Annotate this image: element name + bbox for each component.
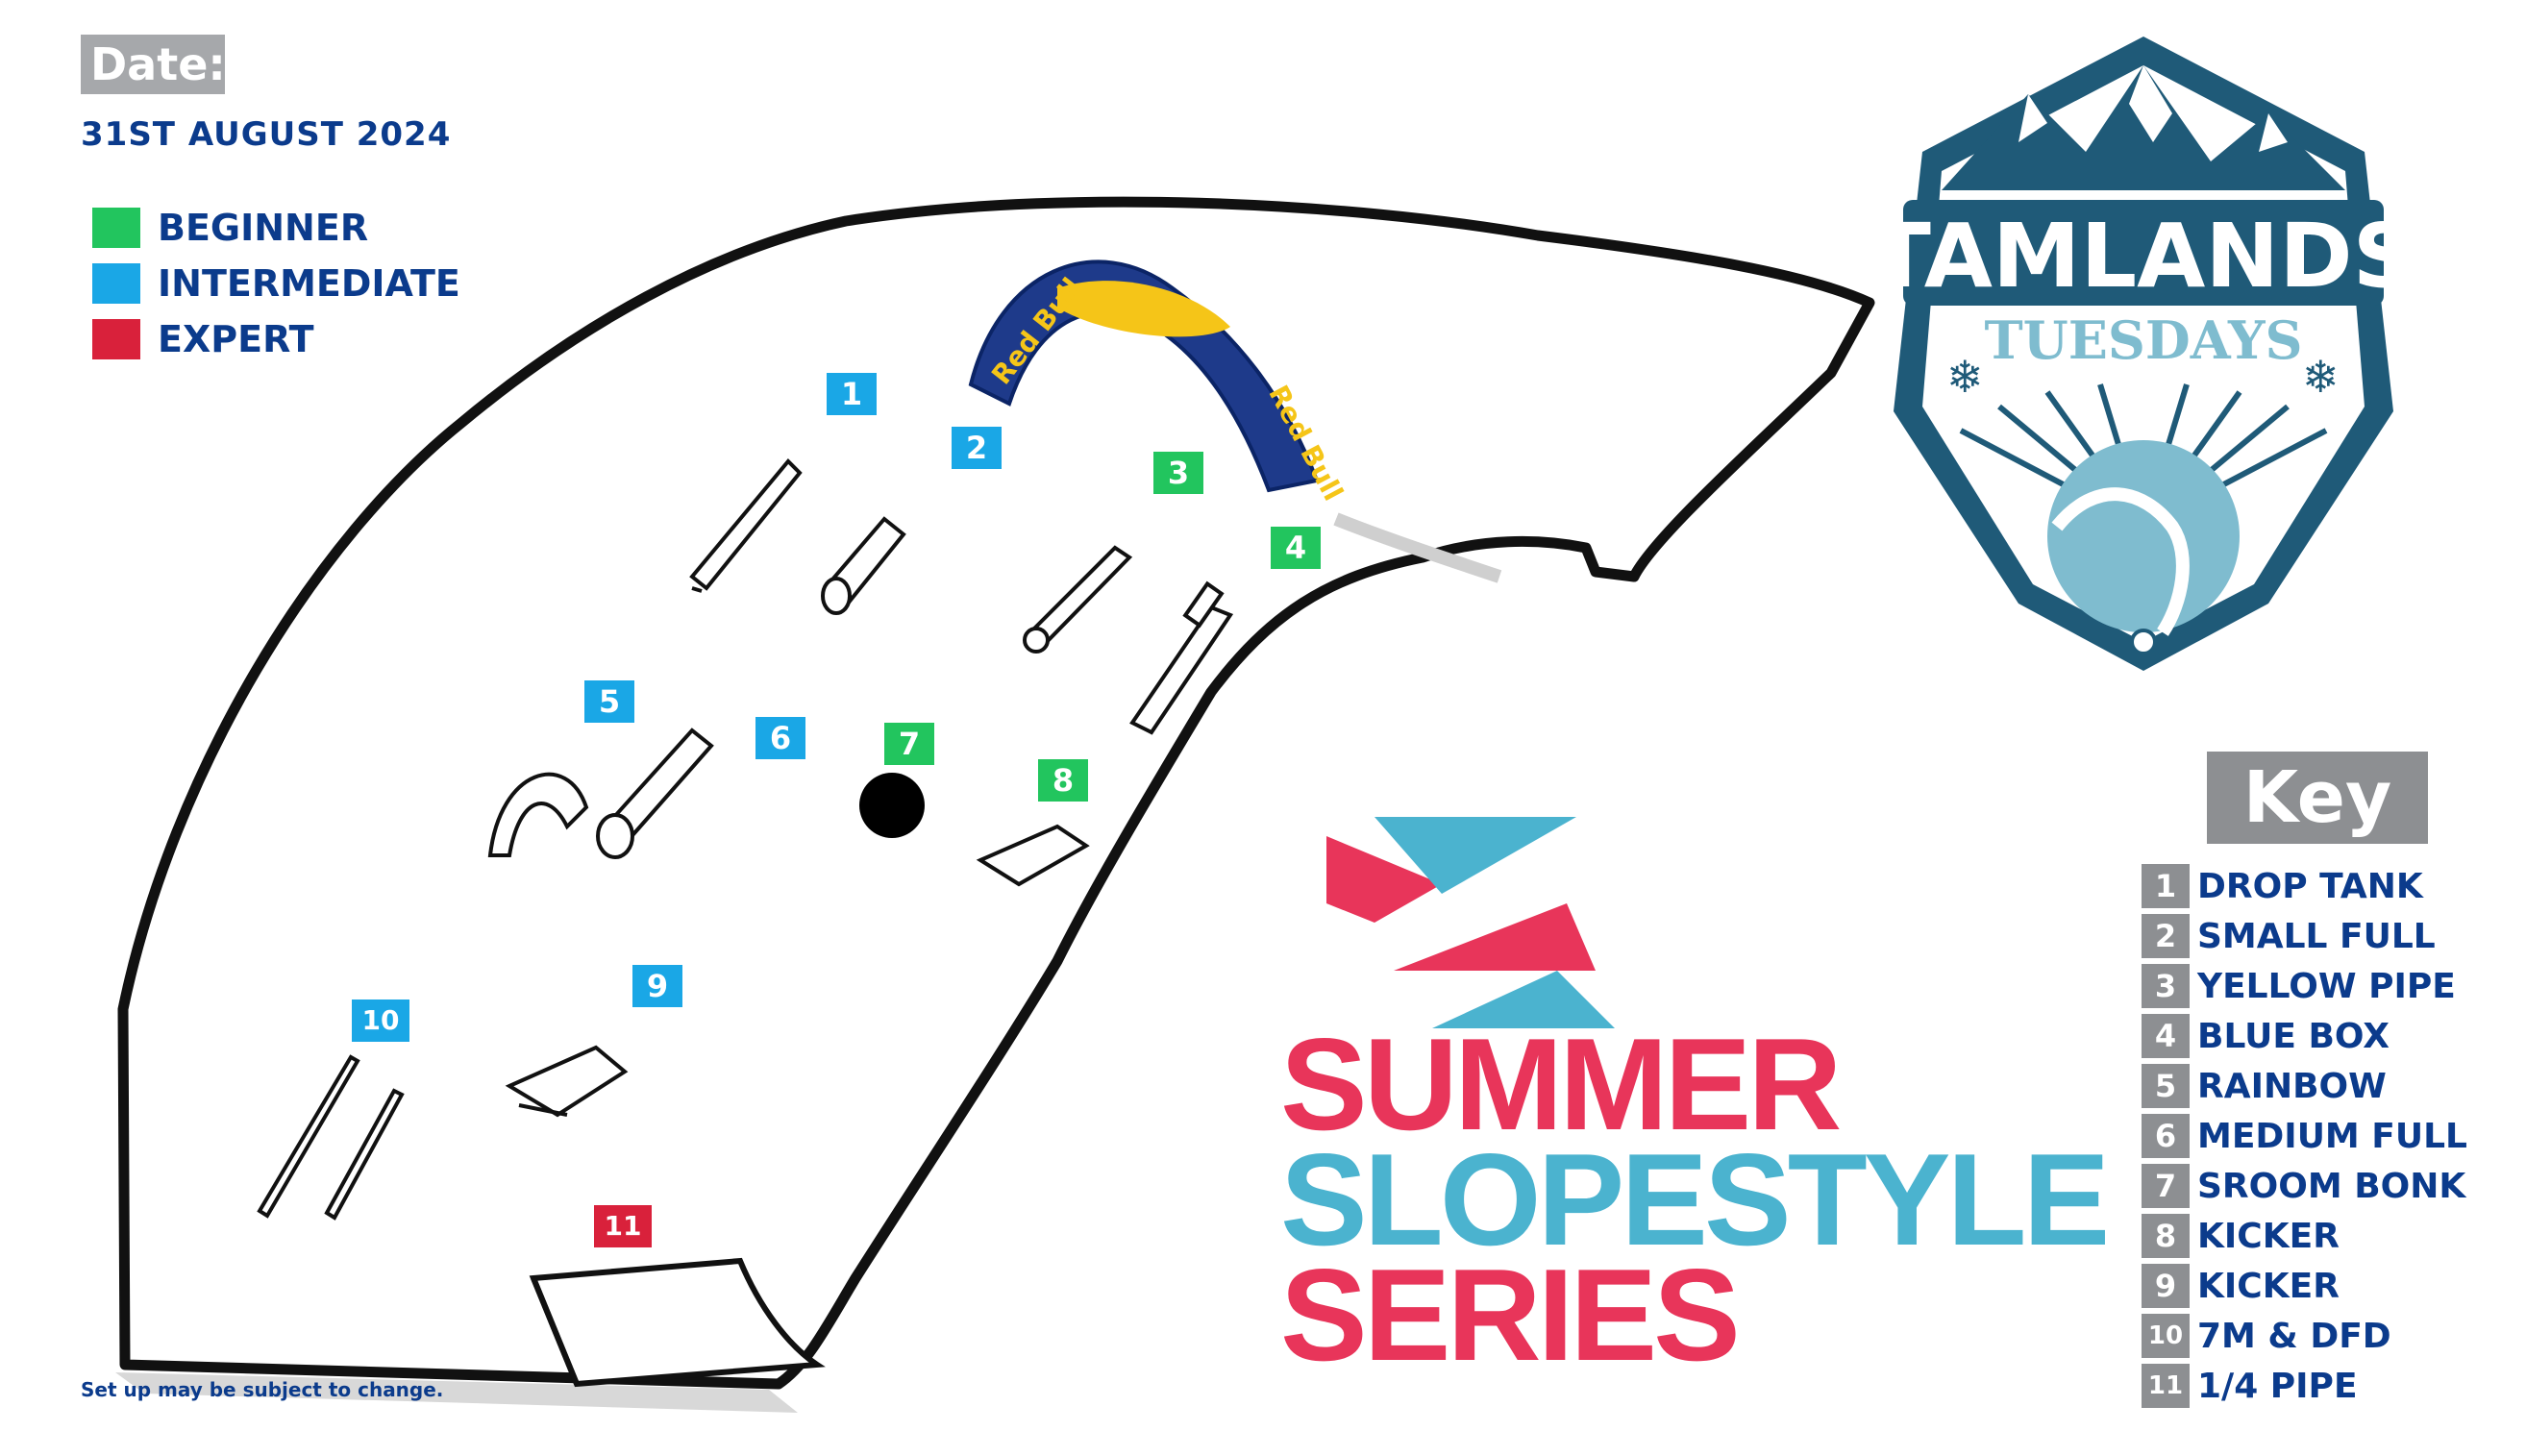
series-title-line-2: SLOPESTYLE bbox=[1280, 1126, 2110, 1272]
feature-tag-8: 8 bbox=[1038, 759, 1088, 802]
slope-inner-edge bbox=[1333, 512, 1502, 583]
key-item-number: 10 bbox=[2142, 1314, 2190, 1358]
key-item-number: 8 bbox=[2142, 1214, 2190, 1258]
snowflake-icon-left: ❄ bbox=[1946, 351, 1984, 403]
key-item-label: MEDIUM FULL bbox=[2197, 1116, 2467, 1156]
key-item-number: 6 bbox=[2142, 1114, 2190, 1158]
feature-tag-7: 7 bbox=[884, 723, 934, 765]
legend-label: INTERMEDIATE bbox=[158, 262, 460, 305]
feature-tag-10: 10 bbox=[352, 999, 409, 1042]
key-item-number: 7 bbox=[2142, 1164, 2190, 1208]
legend-item-intermediate: INTERMEDIATE bbox=[92, 261, 460, 306]
key-item-label: KICKER bbox=[2197, 1266, 2340, 1306]
key-item-number: 9 bbox=[2142, 1264, 2190, 1308]
key-item-number: 11 bbox=[2142, 1364, 2190, 1408]
legend-swatch-expert bbox=[92, 319, 140, 359]
feature-tag-11: 11 bbox=[594, 1205, 652, 1247]
key-item-label: SROOM BONK bbox=[2197, 1166, 2466, 1206]
slope-shadow-edge bbox=[115, 1372, 798, 1413]
feature-yellow-pipe bbox=[1023, 545, 1133, 654]
key-item-label: 7M & DFD bbox=[2197, 1316, 2391, 1356]
feature-tag-5: 5 bbox=[584, 680, 634, 723]
feature-blue-box bbox=[1129, 580, 1234, 735]
feature-tag-6: 6 bbox=[755, 717, 805, 759]
legend-swatch-beginner bbox=[92, 208, 140, 248]
key-item-label: YELLOW PIPE bbox=[2197, 966, 2456, 1006]
key-item-label: KICKER bbox=[2197, 1216, 2340, 1256]
legend-swatch-intermediate bbox=[92, 263, 140, 304]
key-title: Key bbox=[2207, 752, 2428, 844]
feature-sroom-bonk bbox=[859, 773, 925, 838]
snowflake-icon-right: ❄ bbox=[2302, 351, 2340, 403]
legend-item-beginner: BEGINNER bbox=[92, 206, 368, 250]
feature-rainbow bbox=[487, 772, 589, 857]
key-item-number: 3 bbox=[2142, 964, 2190, 1008]
feature-kicker-8 bbox=[976, 824, 1090, 887]
series-title-line-3: SERIES bbox=[1280, 1242, 1741, 1388]
feature-tag-1: 1 bbox=[827, 373, 877, 415]
legend-label: EXPERT bbox=[158, 318, 314, 360]
feature-drop-tank bbox=[689, 458, 803, 593]
key-item-label: RAINBOW bbox=[2197, 1066, 2387, 1106]
key-item-number: 5 bbox=[2142, 1064, 2190, 1108]
key-item-number: 4 bbox=[2142, 1014, 2190, 1058]
event-date: 31ST AUGUST 2024 bbox=[81, 115, 452, 154]
key-item-label: BLUE BOX bbox=[2197, 1016, 2390, 1056]
key-item-number: 2 bbox=[2142, 914, 2190, 958]
feature-kicker-9 bbox=[505, 1045, 629, 1118]
tamlands-tuesdays-logo: TAMLANDS TUESDAYS ❄ ❄ bbox=[1870, 37, 2416, 671]
feature-7m-dfd bbox=[257, 1054, 405, 1221]
legend-item-expert: EXPERT bbox=[92, 317, 314, 361]
feature-small-full bbox=[821, 516, 906, 615]
footnote: Set up may be subject to change. bbox=[81, 1378, 444, 1401]
logo-line-2: TUESDAYS bbox=[1984, 309, 2302, 371]
feature-tag-2: 2 bbox=[952, 427, 1002, 469]
feature-tag-3: 3 bbox=[1153, 452, 1203, 494]
series-title-line-1: SUMMER bbox=[1280, 1011, 1842, 1157]
key-item-label: DROP TANK bbox=[2197, 866, 2423, 906]
legend-label: BEGINNER bbox=[158, 207, 369, 249]
series-mark-icon bbox=[1326, 817, 1615, 1028]
logo-line-1: TAMLANDS bbox=[1870, 205, 2416, 308]
feature-tag-9: 9 bbox=[632, 965, 682, 1007]
feature-tag-4: 4 bbox=[1271, 527, 1321, 569]
key-item-number: 1 bbox=[2142, 864, 2190, 908]
feature-medium-full bbox=[596, 728, 714, 859]
date-label: Date: bbox=[81, 35, 226, 94]
key-item-label: 1/4 PIPE bbox=[2197, 1366, 2358, 1406]
key-item-label: SMALL FULL bbox=[2197, 916, 2436, 956]
feature-quarter-pipe bbox=[529, 1257, 826, 1388]
